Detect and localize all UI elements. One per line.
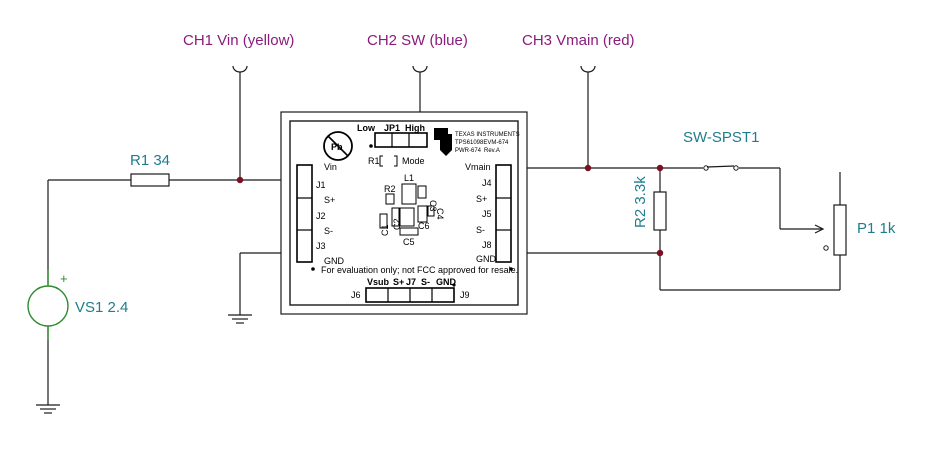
gnd-bottom: GND [436,277,457,287]
probe-tip-ch2[interactable] [412,65,428,112]
wire-vmain-net [527,167,823,290]
probe-label-ch3: CH3 Vmain (red) [522,32,635,49]
ground-symbol-source [36,404,60,414]
pb-free-icon [323,131,353,161]
s-plus-left: S+ [324,195,335,205]
ti-line1: TEXAS INSTRUMENTS [455,132,520,138]
probe-label-ch1: CH1 Vin (yellow) [183,32,294,49]
pb-text: Pb [331,142,343,152]
junction-dot [236,176,244,184]
junction-dot [656,249,664,257]
c5-label: C5 [403,237,415,247]
gnd-left: GND [324,256,345,266]
ti-rev: Rev.A [484,148,500,154]
vin-label: Vin [324,162,337,172]
r1-label: R1 34 [130,152,170,169]
r2-label: R2 3.3k [632,176,649,228]
c6-label: C6 [418,221,430,231]
switch-label: SW-SPST1 [683,129,759,146]
jumper-high-label: High [405,123,425,133]
vs1-plus-sign: + [60,271,68,286]
pin1-dot-left [311,267,315,271]
ti-line3: PWR-674 [455,148,482,154]
c4-label: C4 [435,208,445,220]
c2-label: C2 [392,218,402,230]
wire-vin-net [47,179,290,405]
j1-label: J1 [316,180,326,190]
component-footprints [379,183,435,236]
r1-footprint [379,155,398,167]
j6-label: J6 [351,290,361,300]
vsub-label: Vsub [367,277,390,287]
mode-label: Mode [402,156,425,166]
l1-label: L1 [404,173,414,183]
gnd-right: GND [476,254,497,264]
board-r1-label: R1 [368,156,380,166]
left-connector[interactable] [296,164,313,263]
vmain-label: Vmain [465,162,491,172]
c3-label: C3 [428,200,438,212]
jumper-jp1-label: JP1 [384,123,400,133]
wire-gnd-net [527,172,841,291]
s-plus-bottom: S+ [393,277,404,287]
voltage-source-vs1[interactable] [27,270,69,340]
right-connector[interactable] [495,164,512,263]
junction-dot [584,164,592,172]
potentiometer-p1[interactable] [814,204,847,256]
jumper-jp1[interactable] [369,132,428,148]
junction-dot [656,164,664,172]
s-minus-left: S- [324,226,333,236]
j9-label: J9 [460,290,470,300]
ti-logo [434,128,452,156]
notice-text: For evaluation only; not FCC approved fo… [321,265,518,275]
probe-label-ch2: CH2 SW (blue) [367,32,468,49]
p1-label: P1 1k [857,220,896,237]
j4-label: J4 [482,178,492,188]
j7-label: J7 [406,277,416,287]
c1-label: C1 [380,224,390,236]
pin1-dot-right [509,267,513,271]
evm-board [280,111,528,315]
vs1-label: VS1 2.4 [75,299,128,316]
resistor-r1[interactable] [130,173,170,187]
probe-tip-ch1[interactable] [232,65,248,180]
resistor-r2[interactable] [653,191,667,231]
jumper-low-label: Low [357,123,376,133]
s-minus-right: S- [476,225,485,235]
board-r2-label: R2 [384,184,396,194]
bottom-connector[interactable] [365,283,456,303]
j5-label: J5 [482,209,492,219]
j3-label: J3 [316,241,326,251]
probe-tip-ch3[interactable] [580,65,596,168]
j2-label: J2 [316,211,326,221]
j8-label: J8 [482,240,492,250]
s-plus-right: S+ [476,194,487,204]
ti-line2: TPS61098EVM-674 [455,140,509,146]
s-minus-bottom: S- [421,277,430,287]
switch-spst1[interactable] [703,165,739,171]
